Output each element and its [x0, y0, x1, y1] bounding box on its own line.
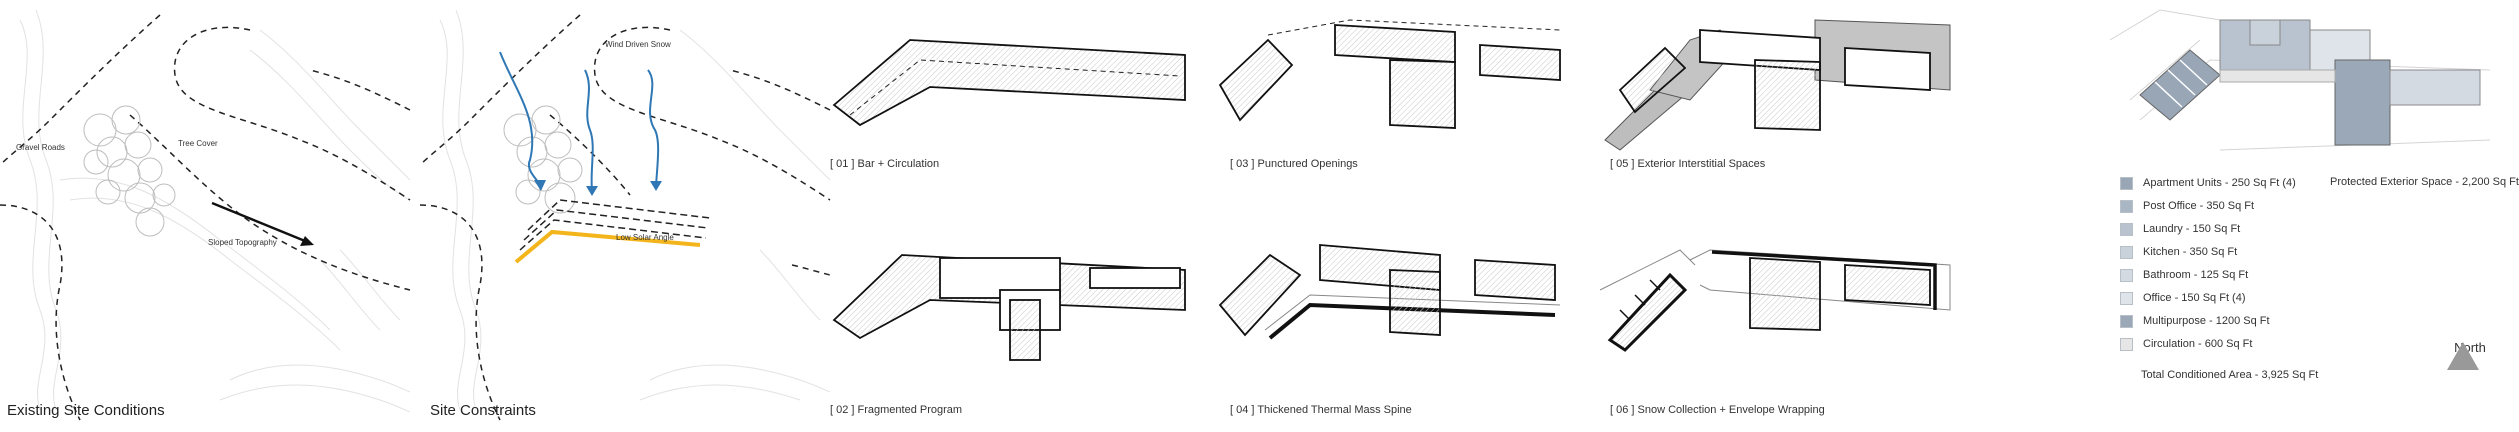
building-envelope-lines	[519, 199, 711, 251]
opening-blocks	[1334, 24, 1561, 129]
step-05-panel: [ 05 ] Exterior Interstitial Spaces	[1590, 0, 1970, 432]
legend-item: Post Office - 350 Sq Ft	[2120, 199, 2254, 213]
site-plan-drawing	[2109, 9, 2491, 151]
legend-item: Circulation - 600 Sq Ft	[2120, 337, 2252, 351]
envelope-block-a	[1607, 272, 1688, 352]
legend-swatch	[2120, 176, 2133, 190]
legend-swatch	[2120, 314, 2133, 328]
legend-item: Laundry - 150 Sq Ft	[2120, 222, 2240, 236]
bar-outline	[832, 39, 1186, 127]
legend-swatch	[2120, 291, 2133, 305]
legend-swatch	[2120, 222, 2133, 236]
low-solar-angle-line	[514, 229, 701, 264]
plan-multipurpose	[2334, 59, 2391, 146]
step-04-caption: [ 04 ] Thickened Thermal Mass Spine	[1230, 404, 1412, 416]
step-06-diagram	[1599, 249, 1951, 352]
legend-item: Office - 150 Sq Ft (4)	[2120, 291, 2246, 305]
step-03-panel: [ 03 ] Punctured Openings	[1210, 0, 1580, 432]
plan-circulation	[2219, 69, 2336, 83]
existing-site-caption: Existing Site Conditions	[7, 402, 165, 419]
wind-driven-snow-label: Wind Driven Snow	[605, 40, 671, 49]
constraints-topography	[439, 9, 831, 411]
step-02-panel: [ 02 ] Fragmented Program	[820, 210, 1200, 432]
step-01-caption: [ 01 ] Bar + Circulation	[830, 158, 940, 170]
legend-label: Kitchen - 350 Sq Ft	[2143, 246, 2238, 258]
opening-block-a	[1218, 38, 1294, 122]
legend-label: Laundry - 150 Sq Ft	[2143, 223, 2241, 235]
sloped-topography-label: Sloped Topography	[208, 238, 277, 247]
north-arrow-icon	[2447, 342, 2479, 370]
site-constraints-panel: Wind Driven Snow Low Solar Angle Site Co…	[419, 0, 831, 432]
step-06-panel: [ 06 ] Snow Collection + Envelope Wrappi…	[1590, 210, 1970, 432]
legend-label: Apartment Units - 250 Sq Ft (4)	[2143, 177, 2296, 189]
step-03-caption: [ 03 ] Punctured Openings	[1230, 158, 1358, 170]
legend-label: Office - 150 Sq Ft (4)	[2143, 292, 2246, 304]
step-02-diagram	[832, 254, 1186, 361]
snow-fins	[1619, 279, 1661, 321]
low-solar-angle-label: Low Solar Angle	[616, 233, 674, 242]
legend-label: Circulation - 600 Sq Ft	[2143, 338, 2253, 350]
spine-blocks	[1319, 244, 1556, 336]
existing-site-drawing	[0, 9, 411, 421]
existing-site-panel: Gravel Roads Tree Cover Sloped Topograph…	[0, 0, 411, 432]
legend-item: Bathroom - 125 Sq Ft	[2120, 268, 2248, 282]
legend-item: Apartment Units - 250 Sq Ft (4)	[2120, 176, 2296, 190]
opening-dashed-edge	[1267, 19, 1561, 36]
topography-contours	[19, 9, 411, 413]
protected-exterior-space-label: Protected Exterior Space - 2,200 Sq Ft	[2330, 176, 2519, 188]
step-06-caption: [ 06 ] Snow Collection + Envelope Wrappi…	[1610, 404, 1825, 416]
envelope-blocks	[1749, 257, 1931, 331]
envelope-thick-wall	[1711, 250, 1937, 310]
interstitial-blocks	[1699, 29, 1931, 131]
step-01-diagram	[832, 39, 1186, 127]
step-01-panel: [ 01 ] Bar + Circulation	[820, 0, 1200, 432]
spine-outline	[1264, 294, 1561, 331]
wind-snow-arrows	[499, 51, 660, 191]
legend-swatch	[2120, 245, 2133, 259]
step-02-caption: [ 02 ] Fragmented Program	[830, 404, 963, 416]
interstitial-block-a	[1618, 46, 1687, 114]
plan-apartment-dividers	[2154, 59, 2208, 108]
site-plan-panel: Apartment Units - 250 Sq Ft (4) Post Off…	[2100, 0, 2519, 432]
gravel-roads-label: Gravel Roads	[16, 143, 65, 152]
plan-bathroom	[2389, 69, 2481, 106]
spine-block-a	[1218, 253, 1302, 337]
step-03-diagram	[1218, 19, 1561, 129]
site-constraints-drawing	[419, 9, 831, 421]
circulation-line	[849, 59, 1181, 116]
legend-swatch	[2120, 268, 2133, 282]
north-indicator: North	[2445, 340, 2495, 370]
legend-swatch	[2120, 337, 2133, 351]
site-constraints-caption: Site Constraints	[430, 402, 536, 419]
plan-kitchen	[2249, 19, 2281, 46]
tree-cover-label: Tree Cover	[178, 139, 218, 148]
constraints-trees	[503, 105, 583, 214]
step-05-diagram	[1604, 19, 1951, 151]
step-04-diagram	[1218, 244, 1561, 340]
legend-label: Bathroom - 125 Sq Ft	[2143, 269, 2249, 281]
legend-item: Multipurpose - 1200 Sq Ft	[2120, 314, 2270, 328]
slope-arrow	[211, 201, 314, 246]
step-05-caption: [ 05 ] Exterior Interstitial Spaces	[1610, 158, 1766, 170]
envelope-wrap-outline	[1689, 249, 1951, 311]
wind-snow-arrowheads	[534, 180, 662, 196]
total-conditioned-area-label: Total Conditioned Area - 3,925 Sq Ft	[2141, 369, 2319, 381]
thermal-mass-spine	[1268, 302, 1556, 340]
legend-swatch	[2120, 199, 2133, 213]
legend-item: Kitchen - 350 Sq Ft	[2120, 245, 2237, 259]
tree-cover	[83, 105, 176, 237]
gravel-roads	[0, 14, 411, 421]
legend-label: Post Office - 350 Sq Ft	[2143, 200, 2255, 212]
step-04-panel: [ 04 ] Thickened Thermal Mass Spine	[1210, 210, 1580, 432]
legend-label: Multipurpose - 1200 Sq Ft	[2143, 315, 2270, 327]
program-blocks	[939, 257, 1181, 361]
